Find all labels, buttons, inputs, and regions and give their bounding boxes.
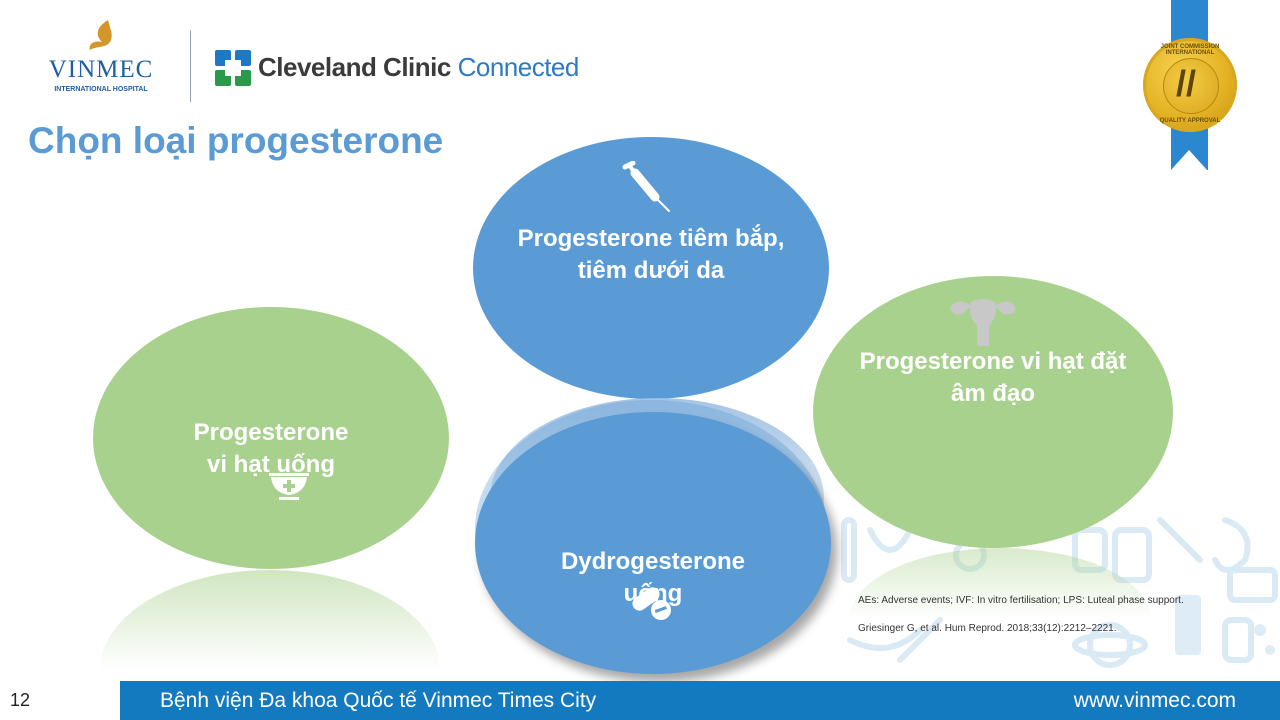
mortar-bowl-icon: [269, 473, 309, 500]
option-dydrogesterone-line1: Dydrogesterone: [560, 548, 746, 575]
cleveland-clinic-name: Cleveland Clinic: [258, 52, 451, 82]
uterus-icon: [950, 299, 1016, 346]
option-vaginal-line2: âm đạo: [950, 380, 1036, 407]
pills-icon: [632, 587, 671, 620]
jci-inner-seal: //: [1163, 58, 1219, 114]
footnote-abbreviations: AEs: Adverse events; IVF: In vitro ferti…: [858, 595, 1184, 606]
logo-divider: [190, 30, 191, 102]
jci-bottom-text: QUALITY APPROVAL: [1159, 118, 1221, 124]
cleveland-clinic-cross-icon: [215, 50, 251, 86]
connected-label: Connected: [457, 52, 580, 82]
left-ellipse-reflection: [100, 570, 440, 670]
vinmec-subtitle: INTERNATIONAL HOSPITAL: [54, 86, 148, 93]
option-oral-micronized: Progesterone vi hạt uống: [93, 307, 449, 569]
vinmec-name: VINMEC: [48, 56, 154, 83]
option-injection-line1: Progesterone tiêm bắp,: [517, 225, 785, 252]
jci-accreditation-medal: JOINT COMMISSION INTERNATIONAL // QUALIT…: [1143, 38, 1237, 132]
jci-mark-icon: //: [1176, 63, 1197, 104]
page-number: 12: [10, 690, 31, 710]
option-vaginal-line1: Progesterone vi hạt đặt: [859, 348, 1127, 375]
footer-bar: [120, 681, 1280, 720]
option-oral-micronized-line1: Progesterone: [193, 419, 349, 446]
vinmec-flame-icon: [89, 20, 112, 50]
option-injection: Progesterone tiêm bắp, tiêm dưới da: [473, 137, 829, 399]
footnote-reference: Griesinger G, et al. Hum Reprod. 2018;33…: [858, 623, 1117, 634]
option-injection-line2: tiêm dưới da: [577, 257, 725, 284]
vinmec-logo: VINMEC INTERNATIONAL HOSPITAL: [36, 18, 166, 98]
medical-icons-background: [841, 517, 1278, 668]
footer-website-link[interactable]: www.vinmec.com: [1073, 689, 1236, 712]
footer-hospital-name: Bệnh viện Đa khoa Quốc tế Vinmec Times C…: [160, 689, 597, 712]
cleveland-clinic-logo-text: Cleveland Clinic Connected: [258, 52, 579, 83]
option-dydrogesterone: Dydrogesterone uống: [475, 412, 831, 674]
slide-title: Chọn loại progesterone: [28, 120, 444, 161]
syringe-icon: [622, 161, 670, 212]
option-vaginal: Progesterone vi hạt đặt âm đạo: [813, 276, 1173, 548]
jci-top-text: JOINT COMMISSION INTERNATIONAL: [1160, 44, 1220, 56]
jci-ribbon-notch: [1171, 150, 1207, 170]
